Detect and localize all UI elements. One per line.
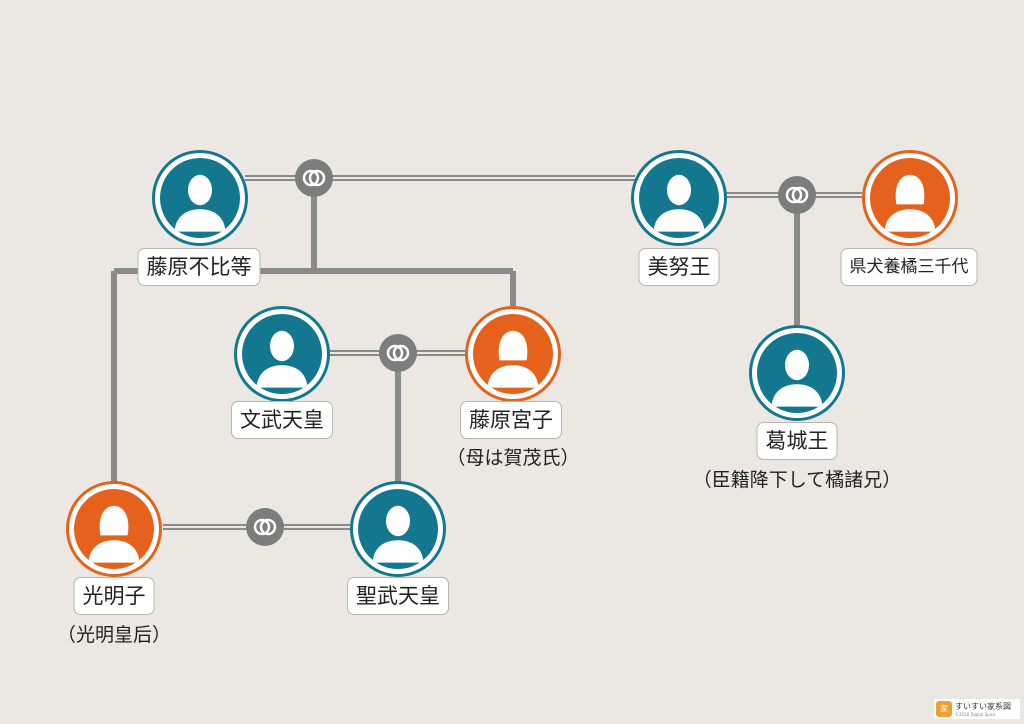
female-avatar-icon: [884, 174, 936, 232]
site-logo: 家 すいすい家系図 ©2018 Digital Spice: [934, 699, 1020, 719]
person-name-label: 藤原不比等: [137, 248, 261, 286]
person-name-label: 県犬養橘三千代: [840, 248, 978, 286]
person-name-label: 葛城王: [756, 422, 838, 460]
person-mommu[interactable]: [234, 306, 330, 402]
person-note: （臣籍降下して橘諸兄）: [692, 469, 902, 491]
person-komyoshi[interactable]: [66, 481, 162, 577]
person-note: （光明皇后）: [56, 624, 172, 646]
female-avatar-icon: [487, 330, 539, 388]
person-minu[interactable]: [631, 150, 727, 246]
person-fujiwara-miyako[interactable]: [465, 306, 561, 402]
person-shomu[interactable]: [350, 481, 446, 577]
person-fujiwara-fuhito[interactable]: [152, 150, 248, 246]
male-avatar-icon: [372, 505, 424, 563]
logo-mark-icon: 家: [936, 701, 952, 717]
person-michiyo[interactable]: [862, 150, 958, 246]
logo-sub: ©2018 Digital Spice: [955, 711, 996, 717]
logo-title: すいすい家系図: [955, 701, 1011, 711]
marriage-ring-icon: [379, 334, 417, 372]
person-name-label: 聖武天皇: [347, 577, 449, 615]
male-avatar-icon: [256, 330, 308, 388]
male-avatar-icon: [174, 174, 226, 232]
person-name-label: 光明子: [73, 577, 155, 615]
person-kazuraki[interactable]: [749, 325, 845, 421]
female-avatar-icon: [88, 505, 140, 563]
person-name-label: 美努王: [638, 248, 720, 286]
male-avatar-icon: [653, 174, 705, 232]
marriage-ring-icon: [778, 176, 816, 214]
person-name-label: 藤原宮子: [460, 401, 562, 439]
person-note: （母は賀茂氏）: [446, 447, 580, 469]
marriage-ring-icon: [295, 159, 333, 197]
male-avatar-icon: [771, 349, 823, 407]
person-name-label: 文武天皇: [231, 401, 333, 439]
marriage-ring-icon: [246, 508, 284, 546]
